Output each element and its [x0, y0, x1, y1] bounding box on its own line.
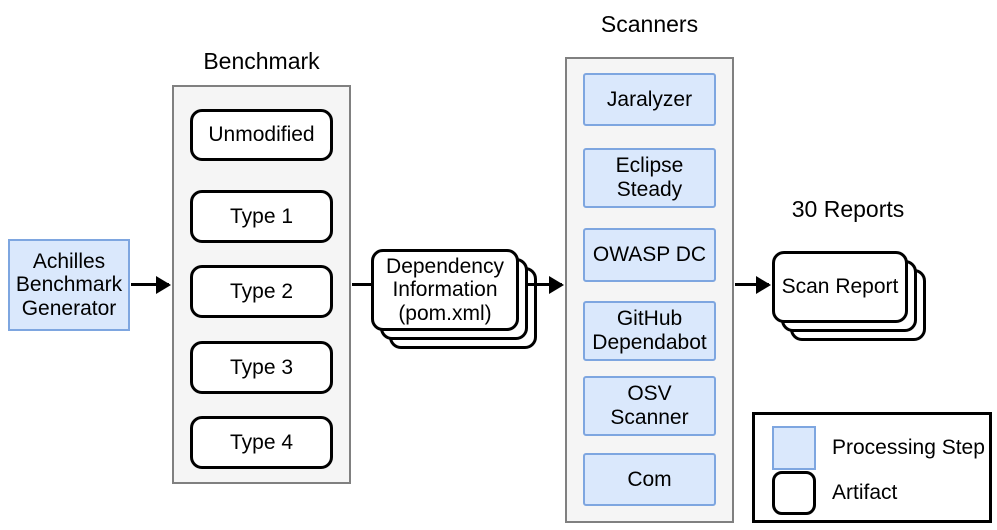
- benchmark-item-type-2[interactable]: Type 2: [190, 265, 333, 318]
- scanner-item-label: Com: [627, 467, 672, 491]
- node-achilles-benchmark-generator[interactable]: Achilles Benchmark Generator: [8, 239, 130, 331]
- legend-box: Processing Step Artifact: [752, 412, 992, 523]
- benchmark-item-label: Type 2: [229, 279, 294, 303]
- caption-scanners: Scanners: [600, 11, 699, 37]
- dependency-line-1: Dependency: [386, 254, 504, 278]
- report-label: Scan Report: [781, 275, 899, 299]
- scanner-item-github-dependabot[interactable]: GitHub Dependabot: [583, 301, 716, 361]
- caption-benchmark: Benchmark: [203, 48, 320, 74]
- dependency-line-3: (pom.xml): [398, 301, 492, 325]
- dependency-line-2: Information: [392, 278, 498, 302]
- scanner-item-label-line-1: Eclipse: [615, 154, 684, 178]
- legend-label-processing-step: Processing Step: [832, 436, 985, 459]
- node-scan-report-stack[interactable]: Scan Report: [772, 251, 932, 351]
- legend-row-processing-step: Processing Step: [772, 426, 985, 470]
- benchmark-item-label: Type 3: [229, 355, 294, 379]
- arrow-scanners-to-reports: [735, 283, 769, 286]
- generator-line-3: Generator: [21, 296, 117, 320]
- node-dependency-information-stack[interactable]: Dependency Information (pom.xml): [371, 249, 537, 359]
- scanner-item-owasp-dc[interactable]: OWASP DC: [583, 228, 716, 282]
- arrow-generator-to-benchmark: [131, 283, 169, 286]
- scanner-item-label-line-1: OSV: [627, 382, 672, 406]
- benchmark-item-type-3[interactable]: Type 3: [190, 341, 333, 394]
- scanner-item-label-line-2: Scanner: [610, 406, 689, 429]
- report-sheet-front: Scan Report: [772, 251, 908, 323]
- caption-reports-count: 30 Reports: [791, 196, 905, 222]
- scanner-item-osv-scanner[interactable]: OSV Scanner: [583, 376, 716, 436]
- scanner-item-label-line-2: Steady: [616, 178, 683, 201]
- legend-row-artifact: Artifact: [772, 471, 897, 515]
- scanner-item-com[interactable]: Com: [583, 453, 716, 506]
- legend-swatch-processing-step-icon: [772, 426, 816, 470]
- scanner-item-jaralyzer[interactable]: Jaralyzer: [583, 73, 716, 126]
- legend-label-artifact: Artifact: [832, 481, 898, 504]
- arrow-dependency-to-scanners: [528, 283, 562, 286]
- group-scanners: [565, 57, 734, 523]
- benchmark-item-label: Type 1: [229, 204, 294, 228]
- benchmark-item-unmodified[interactable]: Unmodified: [190, 109, 333, 161]
- scanner-item-label-line-2: Dependabot: [592, 331, 707, 354]
- arrow-benchmark-to-dependency: [352, 283, 384, 286]
- generator-line-1: Achilles: [32, 249, 106, 273]
- scanner-item-label: OWASP DC: [592, 243, 707, 267]
- scanner-item-eclipse-steady[interactable]: Eclipse Steady: [583, 148, 716, 208]
- benchmark-item-label: Unmodified: [208, 123, 315, 147]
- benchmark-item-type-4[interactable]: Type 4: [190, 416, 333, 469]
- generator-line-2: Benchmark: [15, 273, 123, 297]
- scanner-item-label-line-1: GitHub: [616, 307, 683, 331]
- scanner-item-label: Jaralyzer: [606, 87, 693, 111]
- dependency-sheet-front: Dependency Information (pom.xml): [371, 249, 519, 331]
- benchmark-item-label: Type 4: [229, 430, 294, 454]
- legend-swatch-artifact-icon: [772, 471, 816, 515]
- benchmark-item-type-1[interactable]: Type 1: [190, 190, 333, 243]
